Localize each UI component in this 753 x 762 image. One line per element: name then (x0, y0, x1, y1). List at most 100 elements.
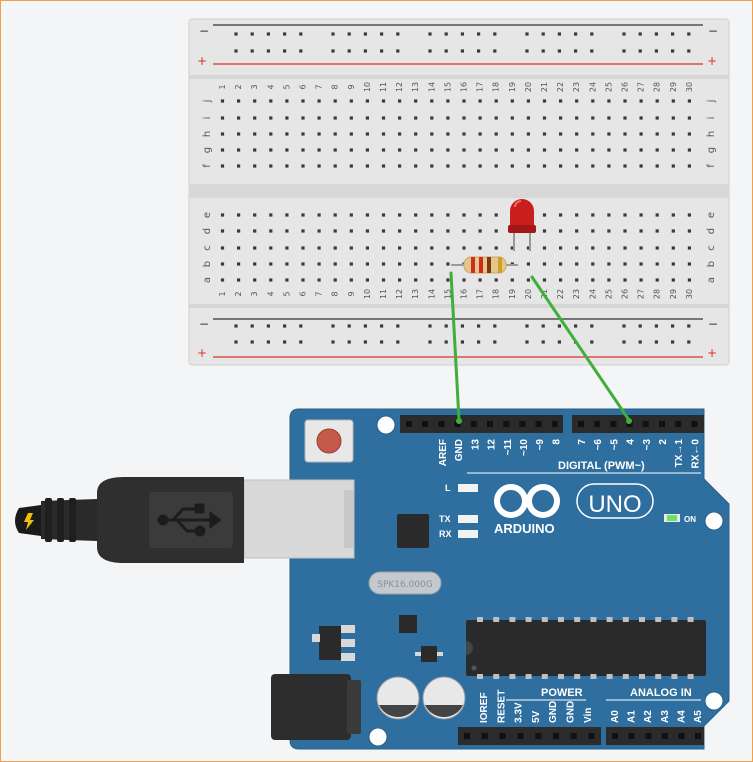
rail-hole[interactable] (347, 324, 351, 328)
breadboard-hole[interactable] (381, 148, 386, 152)
rail-hole[interactable] (299, 324, 303, 328)
breadboard-hole[interactable] (542, 148, 547, 152)
breadboard-hole[interactable] (639, 246, 643, 250)
breadboard-hole[interactable] (365, 229, 369, 233)
breadboard-hole[interactable] (575, 213, 579, 217)
breadboard-hole[interactable] (639, 148, 643, 152)
breadboard-hole[interactable] (526, 246, 530, 250)
breadboard-hole[interactable] (542, 213, 547, 217)
rail-hole[interactable] (347, 49, 351, 53)
breadboard-hole[interactable] (430, 262, 434, 266)
rail-hole[interactable] (493, 340, 497, 344)
rail-hole[interactable] (638, 324, 642, 328)
rail-hole[interactable] (525, 340, 529, 344)
rail-hole[interactable] (283, 340, 287, 344)
breadboard-hole[interactable] (607, 278, 611, 282)
power-pin-socket[interactable] (464, 733, 470, 739)
breadboard-hole[interactable] (381, 246, 386, 250)
breadboard-hole[interactable] (220, 246, 225, 250)
breadboard-hole[interactable] (430, 246, 434, 250)
breadboard-hole[interactable] (671, 262, 675, 266)
digital-pin-socket[interactable] (487, 421, 493, 427)
breadboard-hole[interactable] (462, 148, 466, 152)
breadboard-hole[interactable] (430, 148, 434, 152)
breadboard-hole[interactable] (639, 229, 643, 233)
breadboard-hole[interactable] (430, 229, 434, 233)
rail-hole[interactable] (347, 340, 351, 344)
breadboard-hole[interactable] (591, 262, 595, 266)
breadboard-hole[interactable] (220, 99, 225, 103)
breadboard-hole[interactable] (430, 213, 434, 217)
breadboard-hole[interactable] (398, 229, 402, 233)
analog-pin-socket[interactable] (695, 733, 701, 739)
breadboard-hole[interactable] (381, 213, 386, 217)
breadboard-hole[interactable] (446, 246, 450, 250)
rail-hole[interactable] (557, 324, 561, 328)
rail-hole[interactable] (444, 324, 448, 328)
breadboard-hole[interactable] (333, 116, 337, 120)
breadboard-hole[interactable] (414, 164, 418, 168)
rail-hole[interactable] (671, 32, 675, 36)
rail-hole[interactable] (638, 32, 642, 36)
breadboard-hole[interactable] (333, 262, 337, 266)
breadboard-hole[interactable] (559, 132, 563, 136)
breadboard-hole[interactable] (253, 213, 257, 217)
breadboard-hole[interactable] (285, 164, 289, 168)
breadboard-hole[interactable] (462, 164, 466, 168)
breadboard-hole[interactable] (365, 262, 369, 266)
breadboard-hole[interactable] (494, 164, 498, 168)
breadboard-hole[interactable] (687, 246, 691, 250)
breadboard-hole[interactable] (446, 99, 450, 103)
breadboard-hole[interactable] (365, 246, 369, 250)
breadboard-hole[interactable] (510, 164, 514, 168)
breadboard-hole[interactable] (398, 164, 402, 168)
rail-hole[interactable] (638, 49, 642, 53)
rail-hole[interactable] (234, 49, 238, 53)
breadboard-hole[interactable] (333, 148, 337, 152)
breadboard-hole[interactable] (317, 164, 321, 168)
rail-hole[interactable] (654, 32, 658, 36)
breadboard-hole[interactable] (559, 213, 563, 217)
breadboard-hole[interactable] (559, 116, 563, 120)
rail-hole[interactable] (380, 32, 384, 36)
rail-hole[interactable] (590, 340, 594, 344)
breadboard-hole[interactable] (414, 278, 418, 282)
breadboard-hole[interactable] (478, 116, 482, 120)
rail-hole[interactable] (283, 49, 287, 53)
rail-hole[interactable] (557, 49, 561, 53)
breadboard-hole[interactable] (381, 99, 386, 103)
breadboard-hole[interactable] (671, 229, 675, 233)
breadboard-hole[interactable] (446, 229, 450, 233)
rail-hole[interactable] (574, 32, 578, 36)
breadboard-hole[interactable] (623, 99, 627, 103)
breadboard-hole[interactable] (317, 213, 321, 217)
breadboard-hole[interactable] (317, 229, 321, 233)
wire-pin4-to-breadboard[interactable] (530, 275, 631, 422)
rail-hole[interactable] (493, 49, 497, 53)
rail-hole[interactable] (687, 49, 691, 53)
rail-hole[interactable] (250, 32, 254, 36)
breadboard-hole[interactable] (381, 164, 386, 168)
digital-pin-socket[interactable] (594, 421, 601, 427)
breadboard-hole[interactable] (237, 229, 241, 233)
breadboard-hole[interactable] (253, 229, 257, 233)
rail-hole[interactable] (574, 49, 578, 53)
analog-pin-socket[interactable] (628, 733, 635, 739)
usb-cable[interactable] (15, 477, 355, 563)
breadboard-hole[interactable] (526, 132, 530, 136)
dc-power-jack[interactable] (271, 674, 351, 740)
rail-hole[interactable] (541, 324, 545, 328)
breadboard-hole[interactable] (623, 278, 627, 282)
breadboard-hole[interactable] (623, 229, 627, 233)
breadboard-hole[interactable] (285, 116, 289, 120)
breadboard-hole[interactable] (349, 164, 353, 168)
rail-hole[interactable] (380, 324, 384, 328)
breadboard-hole[interactable] (542, 262, 547, 266)
rail-hole[interactable] (574, 324, 578, 328)
breadboard-hole[interactable] (655, 278, 659, 282)
breadboard-hole[interactable] (462, 229, 466, 233)
breadboard-hole[interactable] (414, 246, 418, 250)
breadboard-hole[interactable] (575, 116, 579, 120)
